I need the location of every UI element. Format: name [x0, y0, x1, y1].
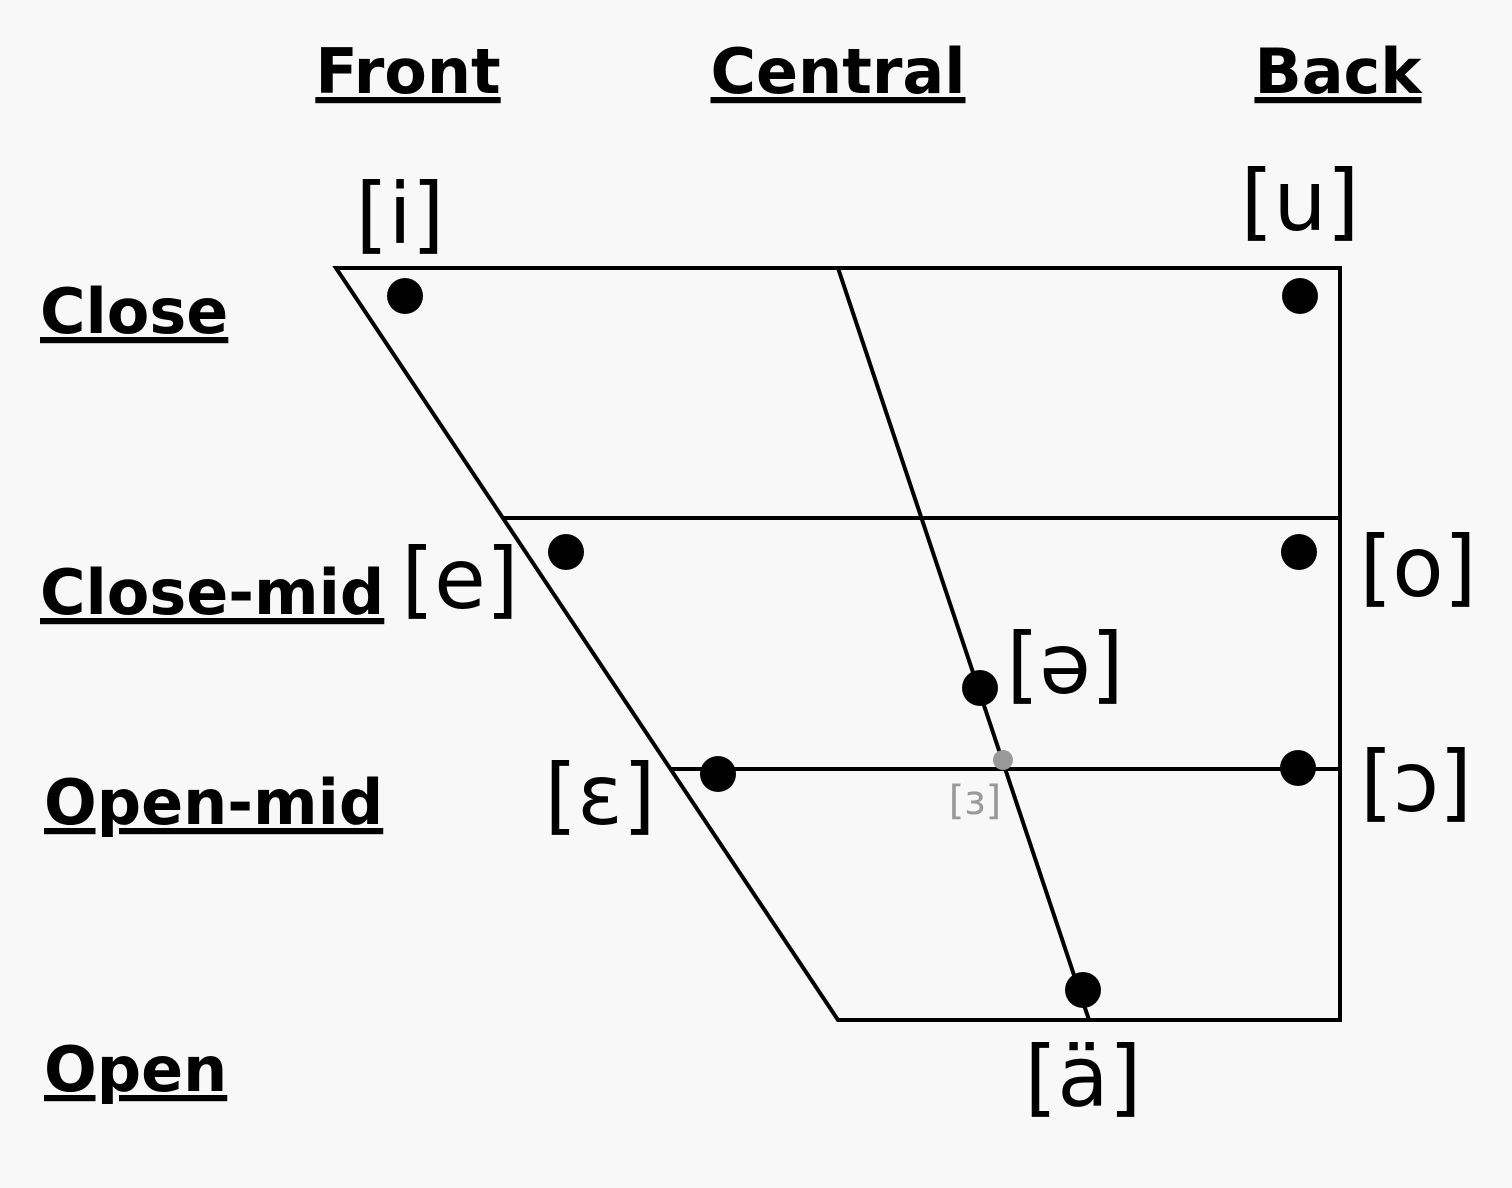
- vowel-label-a: [ä]: [1024, 1028, 1141, 1126]
- vowel-label-open-o: [ɔ]: [1360, 733, 1472, 831]
- vowel-trapezoid: [332, 266, 1342, 1022]
- vowel-label-open-e: [ɛ]: [545, 746, 656, 844]
- height-close: Close: [40, 275, 228, 348]
- height-open-mid: Open-mid: [44, 766, 383, 839]
- vowel-dot-o: [1281, 534, 1317, 570]
- vowel-dot-e: [548, 534, 584, 570]
- vowel-label-u: [u]: [1241, 152, 1360, 250]
- vowel-dot-u: [1282, 278, 1318, 314]
- vowel-label-schwa: [ə]: [1006, 615, 1123, 713]
- header-back: Back: [1254, 35, 1423, 108]
- vowel-dot-i: [387, 278, 423, 314]
- central-line: [836, 267, 1091, 1021]
- vowel-label-e: [e]: [401, 530, 518, 628]
- height-close-mid: Close-mid: [40, 556, 384, 629]
- vowel-dot-open-o: [1280, 750, 1316, 786]
- header-front: Front: [315, 35, 500, 108]
- vowel-dot-schwa: [962, 670, 998, 706]
- vowel-label-open-central: [ɜ]: [949, 778, 1001, 824]
- vowel-dot-open-central: [993, 750, 1013, 770]
- vowel-label-i: [i]: [356, 165, 445, 263]
- vowel-dot-open-e: [700, 756, 736, 792]
- vowel-label-o: [o]: [1360, 518, 1477, 616]
- height-open: Open: [44, 1033, 227, 1106]
- vowel-dot-a: [1065, 972, 1101, 1008]
- header-central: Central: [711, 35, 966, 108]
